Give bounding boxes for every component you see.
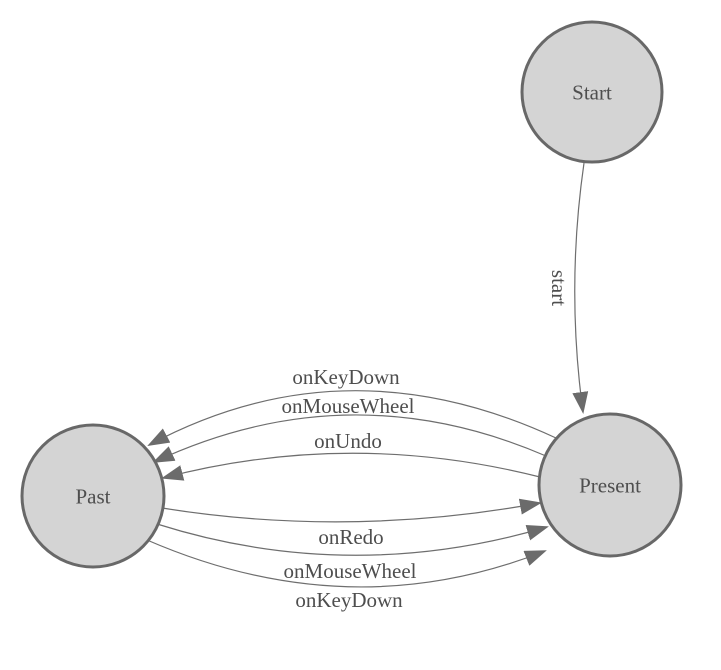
node-present-circle[interactable] xyxy=(537,412,683,558)
edge-label-onkeydown: onKeyDown xyxy=(292,365,400,389)
edge-present-to-past-onkeydown xyxy=(147,390,557,446)
node-start-label: Start xyxy=(572,80,612,104)
edge-past-to-present-onkeydown xyxy=(146,539,547,588)
node-past[interactable]: Past xyxy=(20,423,166,569)
edge-past-to-present-onmousewheel xyxy=(156,523,549,556)
edge-label-start: start xyxy=(547,270,571,306)
edge-past-to-present-onredo xyxy=(161,498,542,523)
edges-layer xyxy=(146,162,589,588)
node-present-label: Present xyxy=(579,473,641,497)
edge-present-to-past-onundo xyxy=(161,452,541,481)
edge-present-to-past-onmousewheel xyxy=(152,414,547,463)
edge-label-onundo: onUndo xyxy=(314,429,382,453)
node-start[interactable]: Start xyxy=(520,20,664,164)
edge-labels-layer: start onKeyDown onMouseWheel onUndo onRedo on… xyxy=(282,270,571,612)
node-past-circle[interactable] xyxy=(20,423,166,569)
node-start-circle[interactable] xyxy=(520,20,664,164)
node-past-label: Past xyxy=(75,484,110,508)
edge-label-onmousewheel: onMouseWheel xyxy=(282,394,415,418)
edge-label-onkeydown: onKeyDown xyxy=(295,588,403,612)
edge-label-onredo: onRedo xyxy=(318,525,383,549)
edge-start-to-present-start xyxy=(572,162,589,414)
edge-label-onmousewheel: onMouseWheel xyxy=(284,559,417,583)
node-present[interactable]: Present xyxy=(537,412,683,558)
